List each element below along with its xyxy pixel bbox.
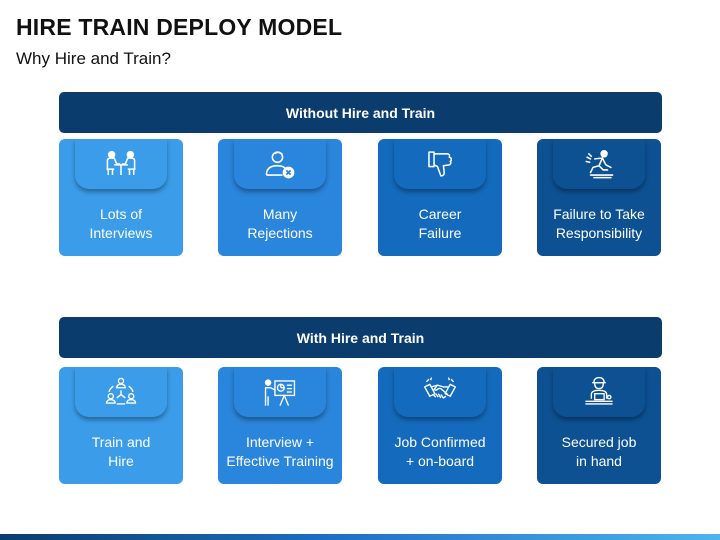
card-label-line1: Secured job (561, 434, 637, 450)
card-icon-tab (234, 367, 326, 417)
card-label: Lots of Interviews (63, 199, 179, 249)
card-icon-tab (553, 139, 645, 189)
card-label-line1: Train and (91, 434, 151, 450)
card-label: Many Rejections (222, 199, 338, 249)
card-interview-training: Interview + Effective Training (218, 367, 342, 484)
card-job-confirmed: Job Confirmed + on-board (378, 367, 502, 484)
card-career-failure: Career Failure (378, 139, 502, 256)
card-label-line1: Many (262, 206, 298, 222)
card-icon-tab (394, 367, 486, 417)
card-label-line2: Hire (108, 453, 134, 469)
card-icon-tab (75, 139, 167, 189)
card-many-rejections: Many Rejections (218, 139, 342, 256)
bottom-accent-bar (0, 534, 720, 540)
card-failure-responsibility: Failure to Take Responsibility (537, 139, 661, 256)
rejected-person-icon (265, 151, 295, 179)
card-label-line1: Interview + (245, 434, 315, 450)
team-cycle-icon (105, 377, 137, 405)
section-banner-with: With Hire and Train (59, 317, 662, 358)
card-label-line1: Failure to Take (553, 206, 645, 222)
card-label: Train and Hire (63, 427, 179, 477)
card-label-line2: Responsibility (555, 225, 643, 241)
card-label-line2: in hand (576, 453, 622, 469)
handshake-icon (424, 377, 456, 399)
card-icon-tab (234, 139, 326, 189)
card-label-line1: Job Confirmed (394, 434, 486, 450)
card-lots-of-interviews: Lots of Interviews (59, 139, 183, 256)
card-label-line2: Rejections (247, 225, 313, 241)
page-subtitle: Why Hire and Train? (16, 49, 171, 68)
worker-at-desk-icon (585, 376, 613, 405)
card-label-line1: Lots of (99, 206, 143, 222)
card-label-line2: Effective Training (226, 453, 334, 469)
card-label: Failure to Take Responsibility (541, 199, 657, 249)
card-label: Interview + Effective Training (222, 427, 338, 477)
card-label-line1: Career (418, 206, 462, 222)
slipping-person-icon (585, 150, 614, 179)
card-label-line2: Failure (418, 225, 462, 241)
card-secured-job: Secured job in hand (537, 367, 661, 484)
card-label: Secured job in hand (541, 427, 657, 477)
presentation-icon (264, 379, 296, 406)
card-label: Job Confirmed + on-board (382, 427, 498, 477)
page-title: HIRE TRAIN DEPLOY MODEL (16, 14, 343, 40)
card-label: Career Failure (382, 199, 498, 249)
card-icon-tab (75, 367, 167, 417)
card-train-and-hire: Train and Hire (59, 367, 183, 484)
section-banner-without: Without Hire and Train (59, 92, 662, 133)
card-label-line2: Interviews (89, 225, 153, 241)
meeting-icon (106, 150, 136, 176)
card-label-line2: + on-board (405, 453, 475, 469)
card-icon-tab (553, 367, 645, 417)
card-icon-tab (394, 139, 486, 189)
thumbs-down-icon (428, 151, 453, 177)
